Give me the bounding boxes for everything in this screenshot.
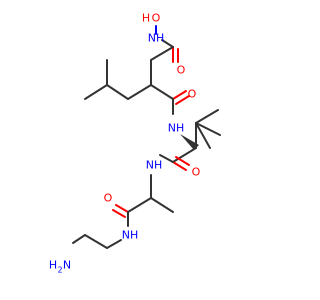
label-amide3-nh: NH <box>122 229 139 242</box>
label-amide1-nh: NH <box>168 122 185 135</box>
carbon-bonds <box>72 25 221 249</box>
bond-tbu-me3 <box>195 122 221 136</box>
molecule-structure: H O NH O O NH O NH O NH H 2 N <box>49 12 221 275</box>
bond-ib-me1 <box>84 84 108 100</box>
label-amine-h2n: H 2 N <box>49 259 71 275</box>
bond-ib-ch2-ch <box>106 84 129 100</box>
bond-c-ch2 <box>150 46 174 61</box>
bond-alpha-c-amide2 <box>172 147 197 163</box>
bond-ethyl2-n <box>72 234 86 244</box>
bond-ala-methyl <box>150 197 174 213</box>
bond-ala-c-amide3 <box>127 197 152 213</box>
label-oh-h: H <box>142 12 150 25</box>
bond-n-ethyl1 <box>106 239 122 249</box>
label-amide3-o: O <box>104 192 113 205</box>
bond-amide3-co-a <box>115 204 129 213</box>
bond-amide1-co-a <box>172 90 187 100</box>
bond-tbu-me1 <box>195 109 219 124</box>
label-amide2-nh: NH <box>146 159 163 172</box>
bond-ethyl1-ethyl2 <box>84 234 108 249</box>
bond-amide2-co-b <box>175 156 190 166</box>
bond-amide1-co-b <box>175 95 190 105</box>
label-hydroxamate-nh: NH <box>148 32 165 45</box>
label-amine-n: N <box>63 259 71 272</box>
label-oh-o: O <box>152 12 161 25</box>
atom-labels: H O NH O O NH O NH O NH H 2 N <box>49 12 201 275</box>
bond-ch-c-amide1 <box>150 84 174 100</box>
bond-tbu-me2 <box>195 122 211 149</box>
label-amine-h: H <box>49 259 57 272</box>
label-hydroxamate-o: O <box>177 64 186 77</box>
bond-hydroxamate-n-c <box>161 39 174 48</box>
bond-wedge-alpha <box>180 134 199 150</box>
bond-amide3-co-b <box>112 209 126 218</box>
bond-ch-ib-ch2 <box>127 84 152 100</box>
label-amide2-o: O <box>192 166 201 179</box>
bond-amide2-c-n <box>159 154 174 163</box>
label-amine-subscript: 2 <box>57 266 62 275</box>
bond-amide2-co-a <box>172 161 187 171</box>
label-amide1-o: O <box>188 88 197 101</box>
